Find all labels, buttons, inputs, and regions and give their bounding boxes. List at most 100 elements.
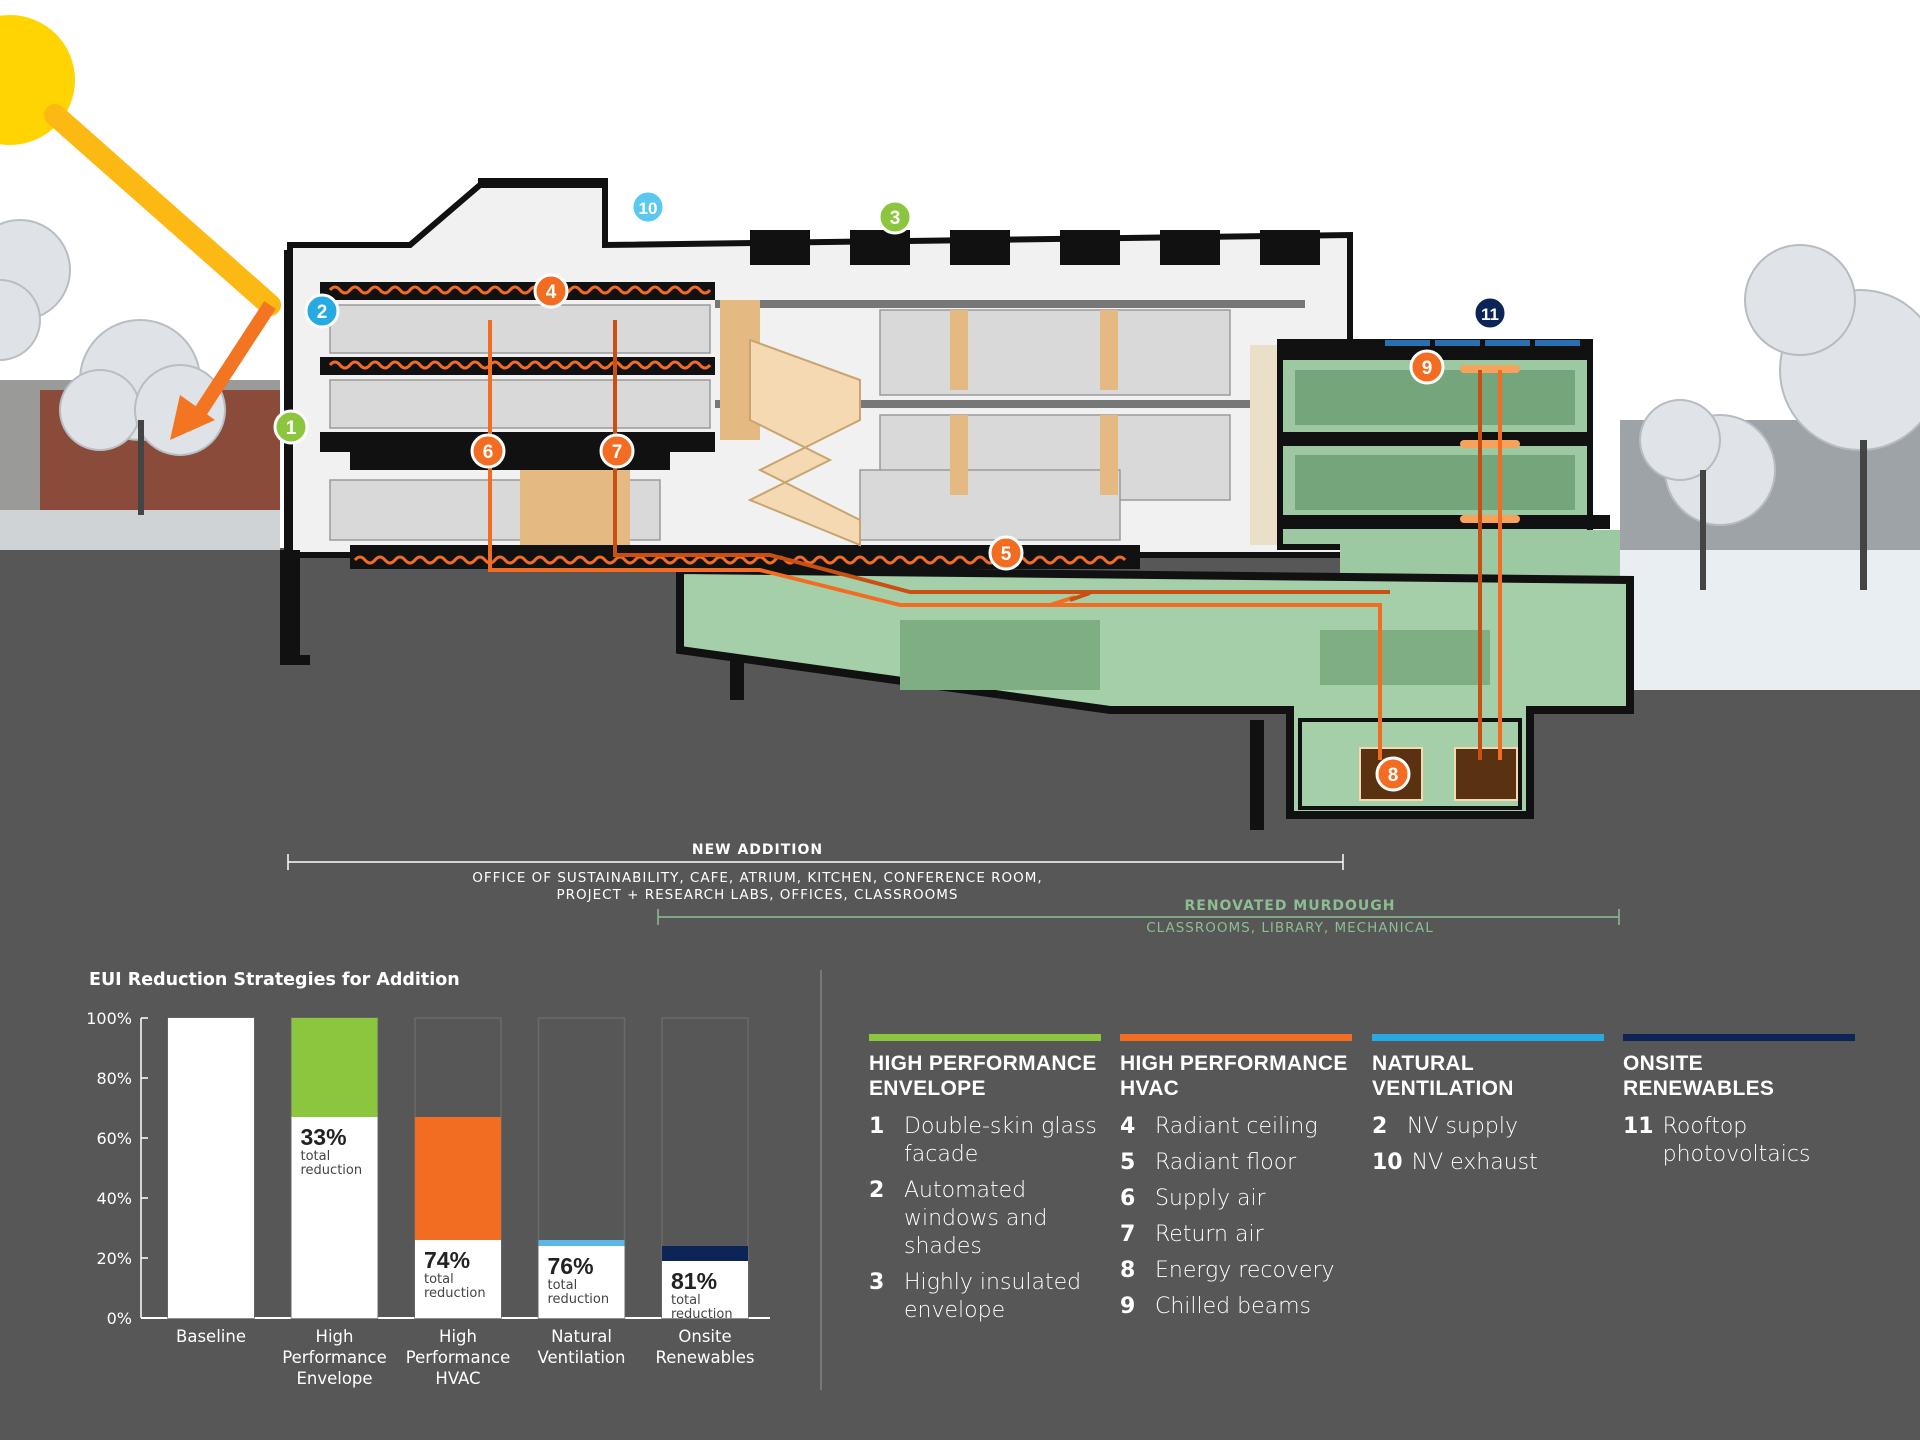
bar-value-sublabel: reduction xyxy=(548,1292,610,1307)
y-tick-label: 60% xyxy=(96,1129,132,1148)
bar-remaining xyxy=(538,1246,625,1318)
bar-reduction-segment xyxy=(538,1240,625,1246)
marker-5: 5 xyxy=(988,535,1024,571)
legend-item: 2 NV supply xyxy=(1372,1113,1604,1141)
legend-heading-line: VENTILATION xyxy=(1372,1077,1514,1100)
legend-color-bar xyxy=(869,1034,1101,1041)
legend-item-text: Automated windows and shades xyxy=(904,1178,1048,1259)
marker-circle xyxy=(599,433,635,469)
left-scenery xyxy=(0,219,280,550)
legend-heading-line: HVAC xyxy=(1120,1077,1180,1100)
legend-color-bar xyxy=(1623,1034,1855,1041)
marker-number: 11 xyxy=(1481,305,1499,324)
marker-circle xyxy=(533,273,569,309)
y-tick-label: 40% xyxy=(96,1189,132,1208)
marker-10: 10 xyxy=(630,189,666,225)
bar-remaining xyxy=(415,1240,501,1318)
marker-1: 1 xyxy=(273,409,309,445)
marker-circle xyxy=(877,199,913,235)
marker-number: 9 xyxy=(1422,358,1433,379)
marker-11: 11 xyxy=(1472,295,1508,331)
renovated-line1: CLASSROOMS, LIBRARY, MECHANICAL xyxy=(1146,920,1434,936)
legend-heading-line: NATURAL xyxy=(1372,1052,1475,1075)
bar-reduction-segment xyxy=(662,1246,748,1261)
marker-3: 3 xyxy=(877,199,913,235)
new-addition-title: NEW ADDITION xyxy=(691,842,824,858)
right-scenery xyxy=(1620,244,1920,690)
bar-remaining xyxy=(168,1018,254,1318)
marker-number: 2 xyxy=(317,302,328,323)
marker-8: 8 xyxy=(1375,756,1411,792)
marker-number: 6 xyxy=(483,442,494,463)
marker-number: 8 xyxy=(1388,765,1399,786)
legend-item: 6 Supply air xyxy=(1120,1185,1352,1213)
bar-value-label: 76% xyxy=(548,1253,594,1279)
marker-number: 5 xyxy=(1001,544,1012,565)
legend-item-text: Supply air xyxy=(1155,1186,1266,1211)
marker-4: 4 xyxy=(533,273,569,309)
marker-number: 1 xyxy=(286,418,297,439)
x-category-label: Ventilation xyxy=(538,1348,626,1367)
legend-item-text: Highly insulated envelope xyxy=(904,1270,1082,1323)
legend-heading-line: RENEWABLES xyxy=(1623,1077,1775,1100)
legend-item-number: 5 xyxy=(1120,1150,1136,1175)
marker-circle xyxy=(988,535,1024,571)
legend-item-number: 11 xyxy=(1623,1114,1654,1139)
legend-item-text: NV supply xyxy=(1407,1114,1518,1139)
bar-value-sublabel: total xyxy=(671,1293,701,1308)
legend-item-number: 6 xyxy=(1120,1186,1136,1211)
marker-7: 7 xyxy=(599,433,635,469)
renovated-title: RENOVATED MURDOUGH xyxy=(1184,898,1396,914)
x-category-label: Envelope xyxy=(296,1369,372,1388)
legend-heading-line: ENVELOPE xyxy=(869,1077,986,1100)
y-tick-label: 80% xyxy=(96,1069,132,1088)
y-tick-label: 0% xyxy=(107,1309,132,1328)
air-ducts xyxy=(488,320,1502,760)
legend-item-number: 2 xyxy=(1372,1114,1388,1139)
legend-item-text: Chilled beams xyxy=(1155,1294,1312,1319)
legend-item: 9 Chilled beams xyxy=(1120,1293,1352,1321)
legend-item-number: 10 xyxy=(1372,1150,1403,1175)
sun-ray xyxy=(44,104,281,316)
bar-remaining xyxy=(291,1117,378,1318)
legend-item-number: 9 xyxy=(1120,1294,1136,1319)
x-category-label: Baseline xyxy=(176,1327,246,1346)
marker-number: 3 xyxy=(890,208,901,229)
x-category-label: Onsite xyxy=(678,1327,731,1346)
legend-color-bar xyxy=(1120,1034,1352,1041)
x-category-label: Performance xyxy=(406,1348,511,1367)
x-category-label: Natural xyxy=(551,1327,612,1346)
y-tick-label: 20% xyxy=(96,1249,132,1268)
marker-circle xyxy=(470,433,506,469)
bar-reduction-segment xyxy=(415,1117,501,1240)
bar-reduction-segment xyxy=(291,1018,378,1117)
marker-number: 7 xyxy=(612,442,623,463)
new-addition-line2: PROJECT + RESEARCH LABS, OFFICES, CLASSR… xyxy=(556,887,959,903)
legend-item-text: Return air xyxy=(1155,1222,1264,1247)
marker-layer: 1 2 3 4 5 6 7 8 9 10 11 xyxy=(273,189,1508,792)
bar-value-sublabel: reduction xyxy=(301,1163,363,1178)
y-tick-label: 100% xyxy=(86,1009,132,1028)
bar-value-label: 33% xyxy=(301,1124,347,1150)
marker-circle xyxy=(1409,349,1445,385)
divider-line xyxy=(820,970,822,1390)
building-addition xyxy=(284,178,1353,569)
legend-heading-line: HIGH PERFORMANCE xyxy=(869,1052,1097,1075)
marker-circle xyxy=(304,293,340,329)
below-grade xyxy=(280,550,1634,830)
x-category-label: HVAC xyxy=(435,1369,480,1388)
sun-ray-arrowhead xyxy=(170,395,215,440)
legend-item-text: Energy recovery xyxy=(1155,1258,1335,1283)
